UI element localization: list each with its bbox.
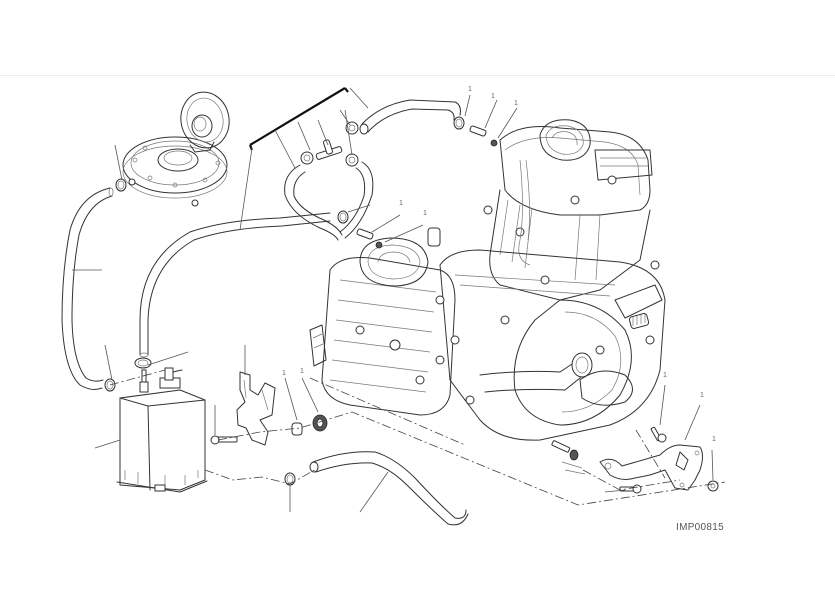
nut [707,480,719,492]
breather-fitting [551,440,586,475]
canister-bracket [236,371,276,446]
ref-mark: 1 [282,370,286,377]
drawing-code: IMP00815 [676,522,724,533]
hose-long [139,212,331,358]
ref-mark: 1 [399,200,403,207]
t-fitting [315,139,343,160]
hose-lower [309,451,469,526]
fuel-filler-cap [122,91,230,207]
ref-mark: 1 [514,100,518,107]
engine-mounting-bracket [599,444,703,491]
ref-mark: 1 [712,436,716,443]
header-separator [0,75,835,76]
engine-assembly [309,119,666,441]
intake-nipples [356,125,487,240]
hose-clamps [104,116,465,486]
hose-left [61,187,114,390]
group-brackets [248,87,349,151]
hose-loop [284,161,374,241]
ref-mark: 1 [663,372,667,379]
ref-mark: 1 [423,210,427,217]
ref-mark: 1 [300,368,304,375]
assembly-lines [109,369,726,506]
leader-lines [72,87,714,513]
charcoal-canister [116,367,208,493]
ref-mark: 1 [468,86,472,93]
ref-mark: 1 [491,93,495,100]
ref-mark: 1 [700,392,704,399]
screws [210,426,667,494]
sealing-washers [375,139,498,249]
hose-upper [359,99,461,135]
